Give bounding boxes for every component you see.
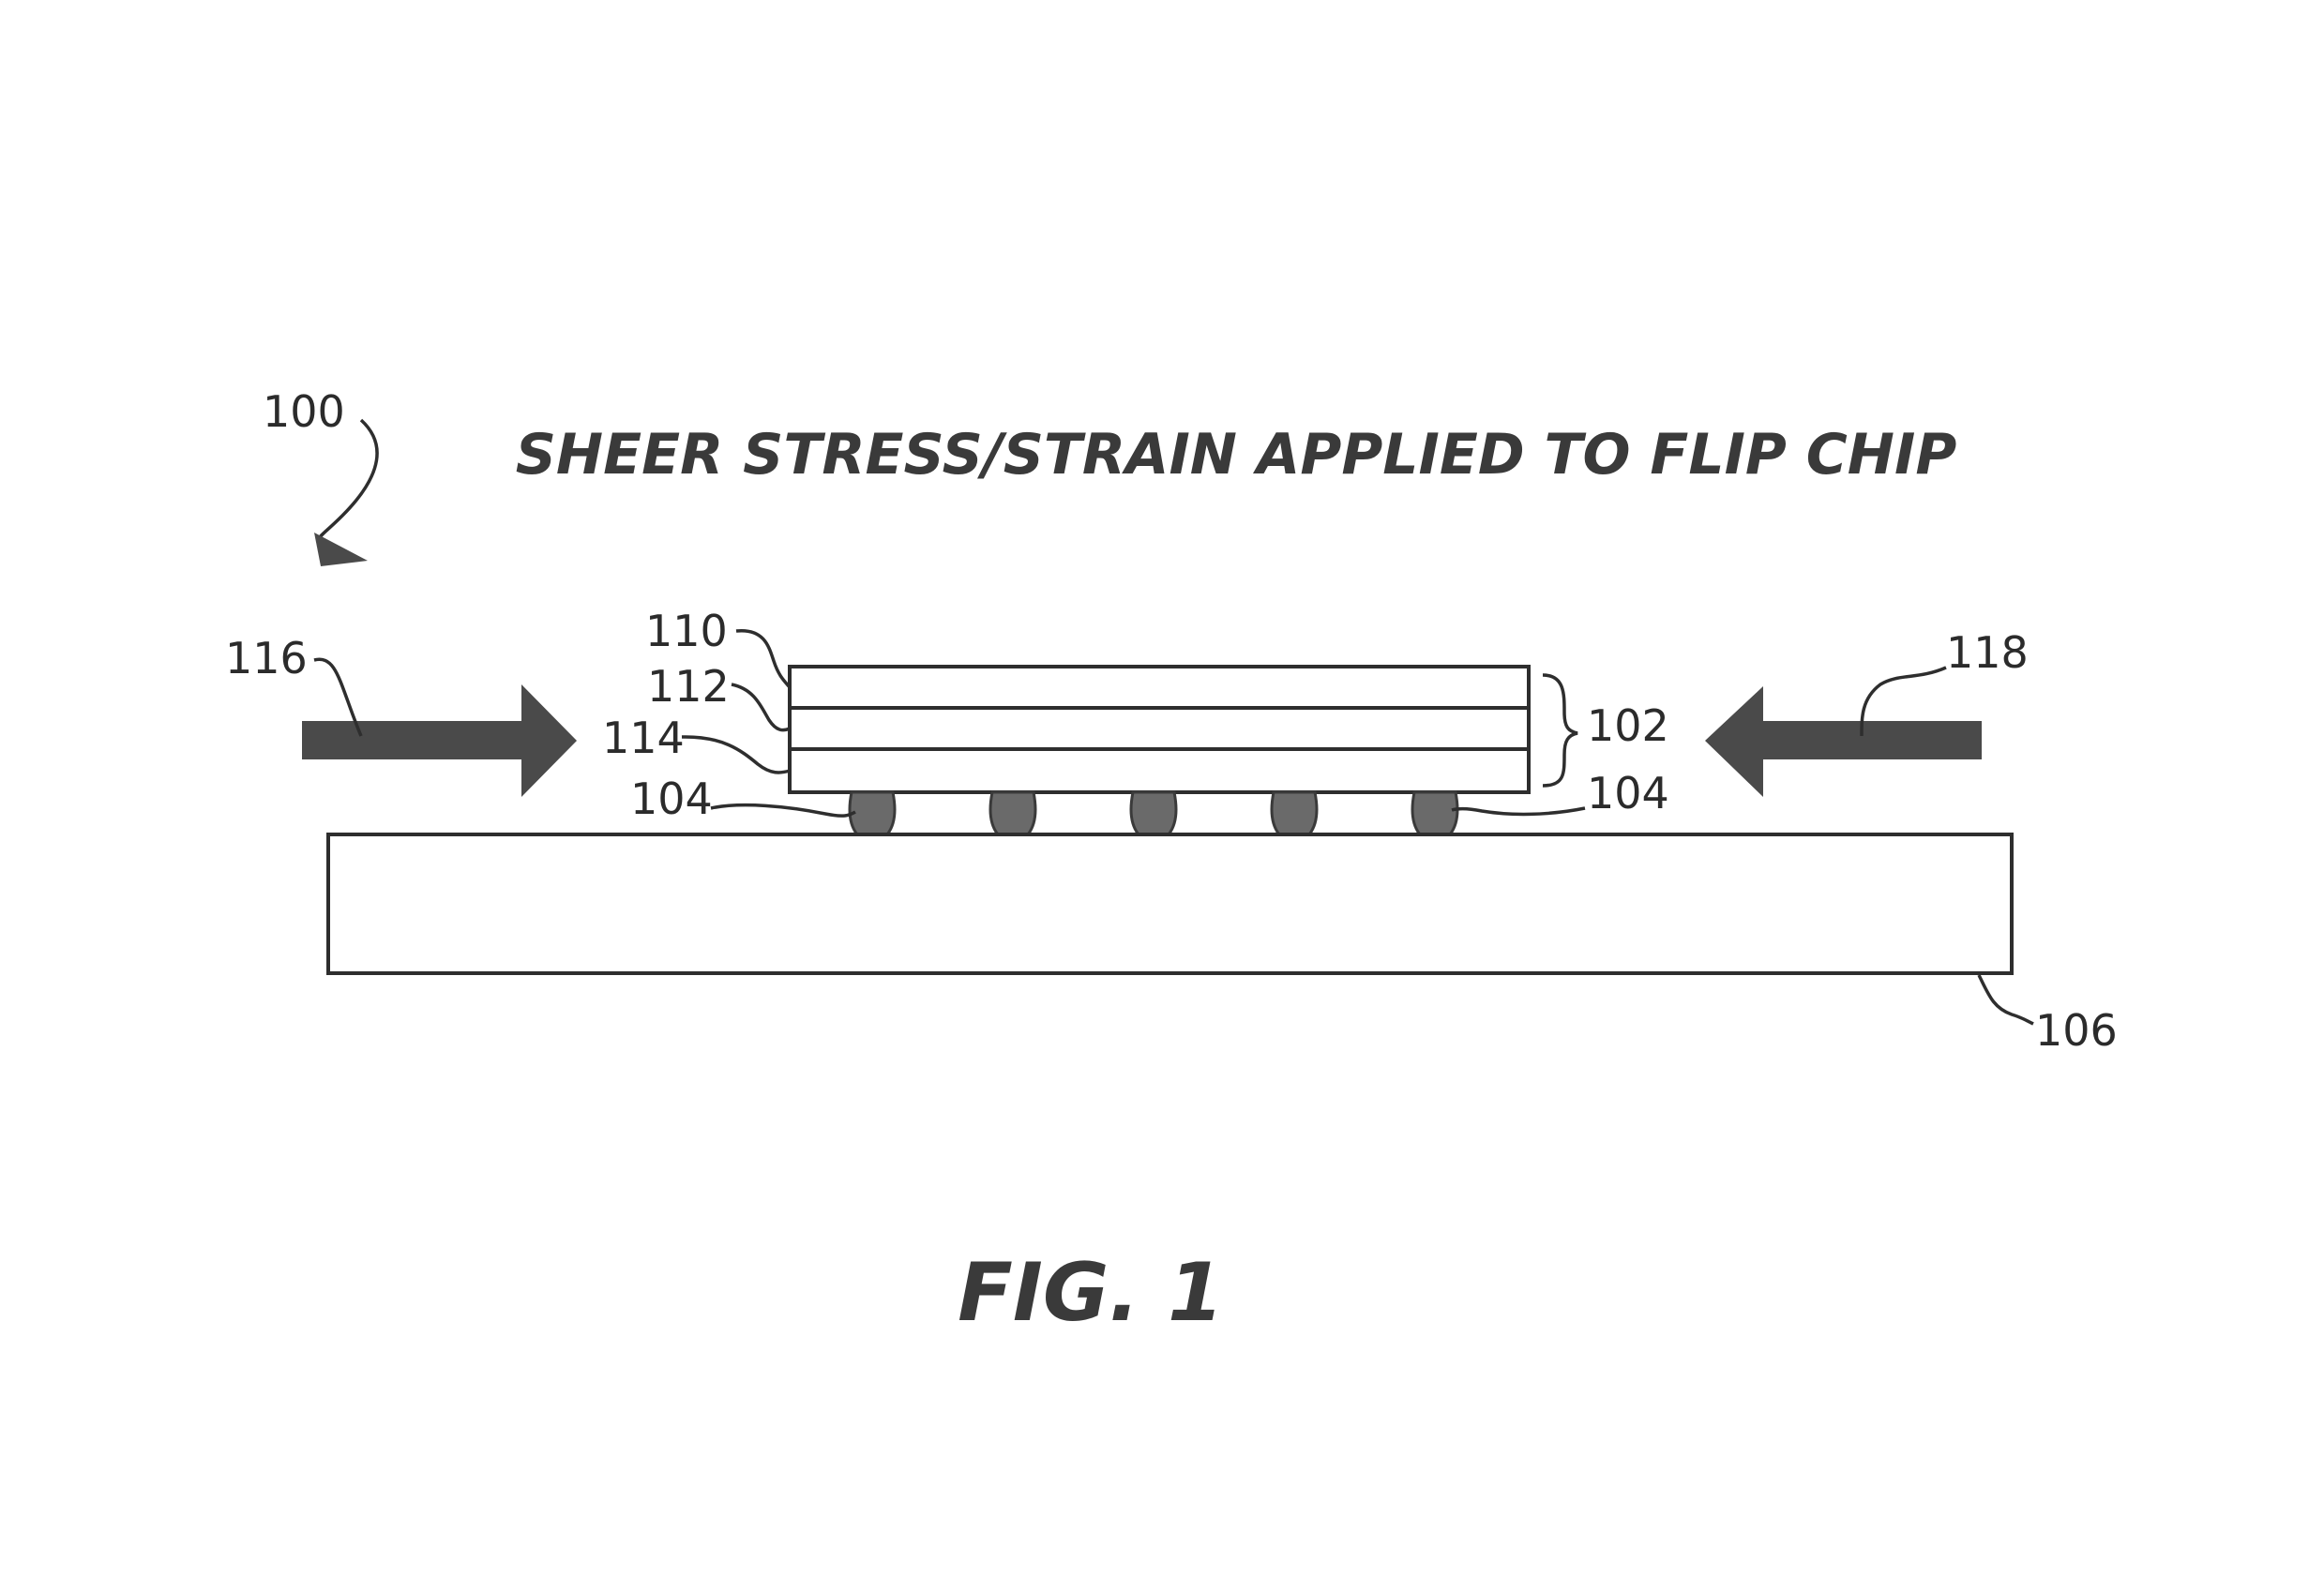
diagram-title: SHEER STRESS/STRAIN APPLIED TO FLIP CHIP bbox=[516, 422, 1957, 488]
ref-label-100: 100 bbox=[263, 386, 345, 437]
ref-label-112: 112 bbox=[647, 661, 730, 712]
ref-label-104-right: 104 bbox=[1587, 768, 1669, 819]
ref-label-102: 102 bbox=[1587, 700, 1669, 751]
ref-label-118: 118 bbox=[1946, 627, 2029, 678]
substrate-106 bbox=[328, 834, 2012, 973]
solder-bump bbox=[990, 792, 1035, 834]
layer-114 bbox=[790, 749, 1529, 792]
solder-bump bbox=[1272, 792, 1317, 834]
solder-bump bbox=[1412, 792, 1457, 834]
solder-bump bbox=[1131, 792, 1176, 834]
solder-bump bbox=[850, 792, 895, 834]
leader-114 bbox=[682, 737, 790, 773]
solder-bumps bbox=[850, 792, 1457, 834]
leader-104-left bbox=[711, 805, 855, 817]
figure-caption: FIG. 1 bbox=[958, 1246, 1224, 1340]
ref-label-110: 110 bbox=[645, 606, 728, 656]
layer-112 bbox=[790, 708, 1529, 749]
force-arrow-118 bbox=[1705, 686, 1982, 797]
layer-110 bbox=[790, 667, 1529, 708]
ref-label-114: 114 bbox=[602, 713, 685, 763]
force-arrow-116 bbox=[302, 684, 577, 797]
ref-label-116: 116 bbox=[225, 633, 308, 683]
ref-label-104-left: 104 bbox=[630, 773, 713, 824]
leader-104-right bbox=[1452, 808, 1585, 814]
brace-102 bbox=[1543, 675, 1577, 786]
assembly-pointer-line bbox=[319, 420, 377, 553]
ref-label-106: 106 bbox=[2035, 1005, 2118, 1056]
leader-112 bbox=[732, 684, 790, 730]
leader-106 bbox=[1979, 975, 2033, 1024]
leader-110 bbox=[736, 631, 790, 687]
assembly-pointer-arrowhead bbox=[314, 533, 368, 566]
